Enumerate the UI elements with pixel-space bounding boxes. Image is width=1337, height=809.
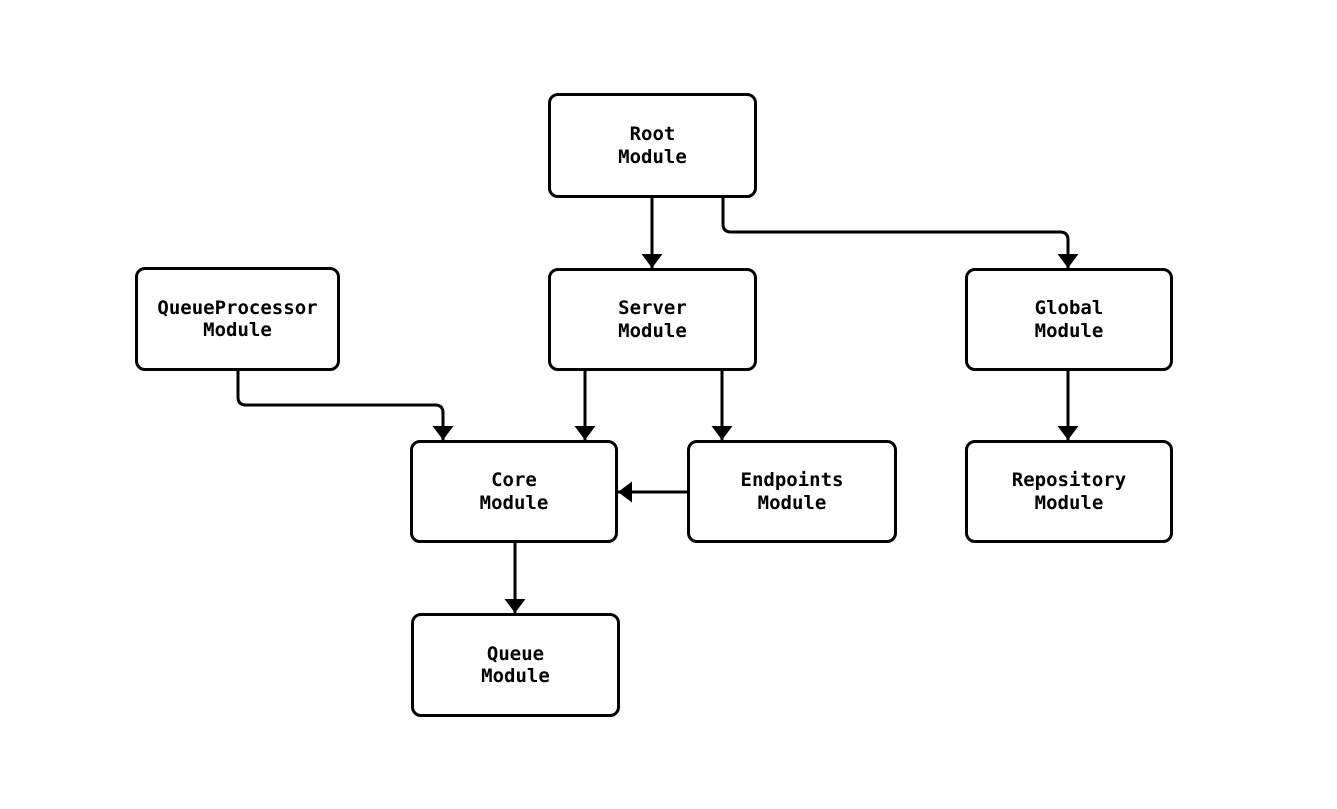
node-root-module: Root Module xyxy=(548,93,757,198)
node-core-module: Core Module xyxy=(410,440,618,543)
node-server-module-label: Server Module xyxy=(618,297,687,342)
node-global-module: Global Module xyxy=(965,268,1173,371)
node-endpoints-module: Endpoints Module xyxy=(687,440,897,543)
node-queue-module: Queue Module xyxy=(411,613,620,717)
node-server-module: Server Module xyxy=(548,268,757,371)
node-repository-module: Repository Module xyxy=(965,440,1173,543)
node-queue-module-label: Queue Module xyxy=(481,642,550,687)
node-root-module-label: Root Module xyxy=(618,123,687,168)
edge-queueprocessor-to-core xyxy=(236,371,454,440)
node-queueprocessor-module-label: QueueProcessor Module xyxy=(157,296,318,341)
node-queueprocessor-module: QueueProcessor Module xyxy=(135,267,340,371)
node-endpoints-module-label: Endpoints Module xyxy=(740,469,844,514)
edge-root-to-global xyxy=(721,198,1079,268)
node-core-module-label: Core Module xyxy=(479,469,549,514)
node-repository-module-label: Repository Module xyxy=(1011,469,1127,514)
node-global-module-label: Global Module xyxy=(1034,297,1104,342)
